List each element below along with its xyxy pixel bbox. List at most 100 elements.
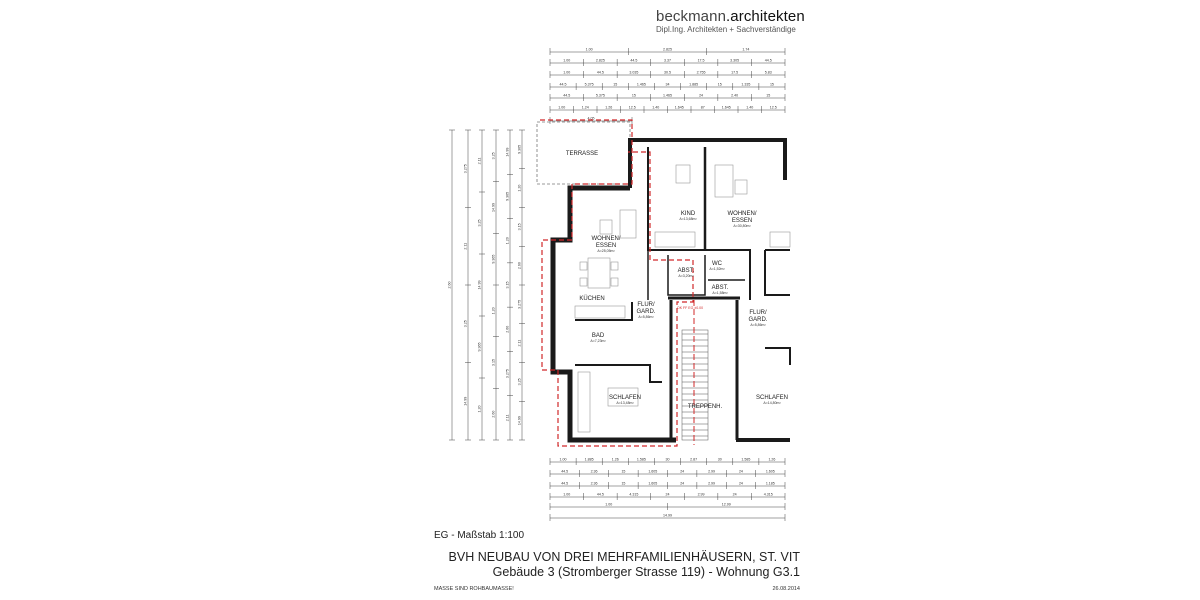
dimension-label: 1.605	[648, 482, 657, 486]
dimension-label: 1.26	[768, 458, 775, 462]
room-area: A=5,86m²	[750, 323, 766, 327]
dimension-label: 2.36	[591, 470, 598, 474]
dimension-label: 2.99	[708, 470, 715, 474]
dimension-label: 1.20	[506, 237, 510, 244]
room-name: FLUR/	[637, 302, 655, 308]
dimension-label: 24	[680, 482, 684, 486]
dimension-label: 2.11	[464, 243, 468, 250]
dimension-label: 2.36	[591, 482, 598, 486]
dimension-label: 2.60	[518, 262, 522, 269]
dimension-label: 9.365	[492, 255, 496, 264]
dimension-label: 1.26	[612, 458, 619, 462]
dimension-label: 3.25	[464, 320, 468, 327]
dimension-label: 3.305	[730, 59, 739, 63]
unit-outline	[540, 119, 694, 447]
room-name: ESSEN	[732, 218, 752, 224]
dimension-label: 1.40	[746, 106, 753, 110]
dimension-label: 1.335	[741, 83, 750, 87]
dimension-label: 15	[770, 83, 774, 87]
dimension-label: 14.99	[464, 397, 468, 406]
dimension-label: 5.375	[596, 94, 605, 98]
room-name: ESSEN	[596, 243, 616, 249]
dimension-label: 34	[666, 83, 670, 87]
room-area: A=30,80m²	[733, 224, 751, 228]
dimension-label: 12.5	[629, 106, 636, 110]
room-name: KIND	[681, 211, 696, 217]
dimension-label: 1.00	[558, 106, 565, 110]
dimension-label: 44.5	[630, 59, 637, 63]
brand-subtitle: Dipl.Ing. Architekten + Sachverständige	[656, 25, 796, 34]
dimension-label: 5.83	[765, 71, 772, 75]
dimension-label: 1.00	[586, 48, 593, 52]
dimension-label: 3.15	[518, 223, 522, 230]
dimension-label: 14.99	[492, 203, 496, 212]
dimension-label: 24	[680, 470, 684, 474]
dimension-label: 2.825	[596, 59, 605, 63]
dimension-label: 1.00	[563, 493, 570, 497]
scale-label: EG - Maßstab 1:100	[434, 530, 525, 541]
project-title: BVH NEUBAU VON DREI MEHRFAMILIENHÄUSERN,…	[448, 550, 800, 564]
project-subtitle: Gebäude 3 (Stromberger Strasse 119) - Wo…	[492, 565, 800, 579]
dimension-label: 2.11	[478, 158, 482, 165]
dimension-label: 1.00	[563, 59, 570, 63]
room-area: A=14,80m²	[763, 401, 781, 405]
room-name: KÜCHEN	[579, 295, 604, 302]
dimension-label: 1.74	[742, 48, 749, 52]
dimension-label: 30	[718, 458, 722, 462]
dimension-label: 1.185	[766, 482, 775, 486]
dimension-label: 14.99	[506, 148, 510, 157]
dimension-label: 1.26	[605, 106, 612, 110]
dimension-label: 3.37	[664, 59, 671, 63]
dimension-label: 1.40	[652, 106, 659, 110]
room-area: A=7,23m²	[590, 339, 606, 343]
dimension-label: 1.24	[582, 106, 589, 110]
dimension-label: 1.585	[741, 458, 750, 462]
dimension-label: 24	[733, 493, 737, 497]
dimension-label: 3.275	[518, 300, 522, 309]
dimension-label: 15	[613, 83, 617, 87]
dimension-label: 3.275	[506, 369, 510, 378]
room-name: ABST.	[712, 285, 729, 291]
dimension-label: 3.25	[518, 378, 522, 385]
dimension-label: 44.5	[561, 470, 568, 474]
room-area: A=13,48m²	[616, 401, 634, 405]
dimension-label: 9.365	[518, 145, 522, 154]
dimension-label: 3.25	[478, 220, 482, 227]
dimension-label: 14.99	[518, 416, 522, 425]
dimension-label: 4.315	[764, 493, 773, 497]
dimension-label: 44.5	[765, 59, 772, 63]
room-name: TERRASSE	[566, 151, 598, 157]
room-name: WOHNEN/	[592, 236, 621, 242]
dimension-label: 4.315	[629, 493, 638, 497]
walls	[550, 138, 791, 443]
dimension-label: 14.99	[663, 514, 672, 518]
dimension-label: 15	[718, 83, 722, 87]
dimension-label: 2.60	[448, 282, 452, 289]
dimension-label: 1.465	[663, 94, 672, 98]
room-name: WC	[712, 261, 723, 267]
dimension-label: 87	[701, 106, 705, 110]
dimension-lines: 1.00 2.825 1.74 1.00 2.825 44.5 3.37 17.5 3.305 4…	[448, 48, 786, 521]
dimension-label: 15	[621, 482, 625, 486]
dimension-label: 3.035	[629, 71, 638, 75]
dimension-label: 2.825	[663, 48, 672, 52]
dimension-label: 14.99	[478, 281, 482, 290]
dimension-label: 1.20	[478, 406, 482, 413]
dimension-label: 24	[739, 470, 743, 474]
dimension-label: 30	[666, 458, 670, 462]
dimension-label: 1.00	[563, 71, 570, 75]
dimension-label: 1.20	[492, 307, 496, 314]
dimension-label: 2.87	[690, 458, 697, 462]
dimension-label: 3.25	[492, 152, 496, 159]
room-area: A=5,86m²	[638, 315, 654, 319]
dimension-label: 2.99	[708, 482, 715, 486]
dimension-label: 17.5	[731, 71, 738, 75]
dimension-label: 2.11	[518, 340, 522, 347]
dimension-label: 44.5	[560, 83, 567, 87]
dimension-label: 2.60	[492, 411, 496, 418]
dimension-label: 2.755	[697, 71, 706, 75]
room-name: GARD.	[636, 309, 655, 315]
dimension-label: 1.885	[689, 83, 698, 87]
room-labels: TERRASSEWOHNEN/ESSENA=25,05m²KÜCHENKINDA…	[566, 151, 788, 410]
dimension-label: 12.5	[770, 106, 777, 110]
